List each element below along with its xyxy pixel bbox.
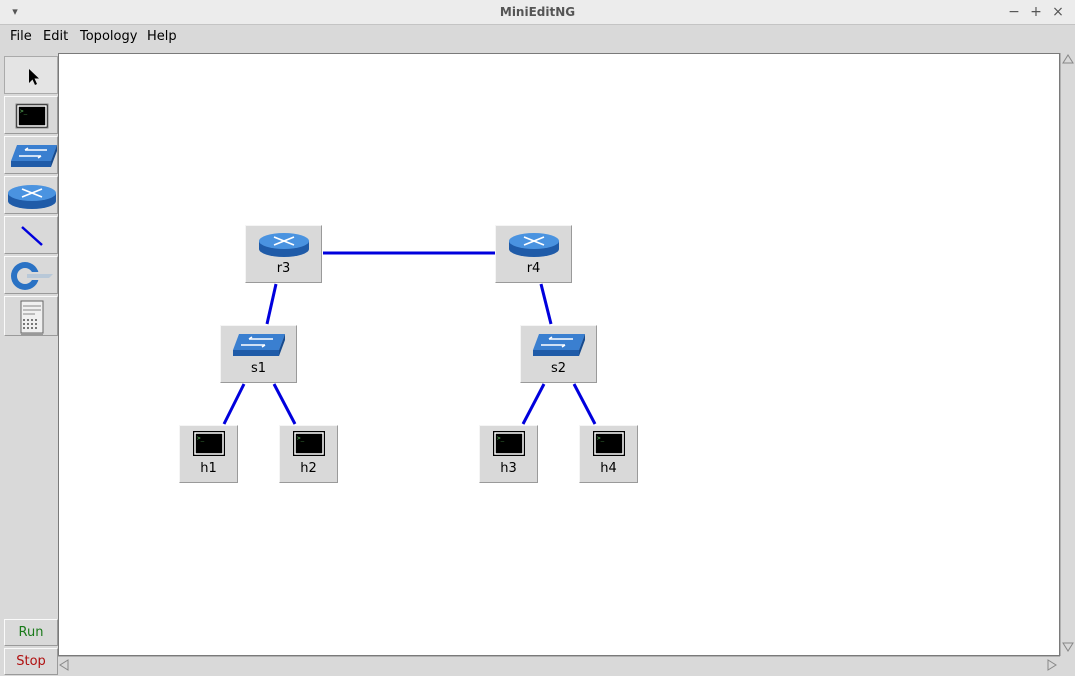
scrollbar-arrows [1062,54,1074,652]
svg-text:>_: >_ [297,435,305,442]
run-button[interactable]: Run [4,619,58,646]
node-label: s2 [550,361,567,376]
vertical-scrollbar[interactable] [1060,53,1074,656]
link-tool-button[interactable] [4,216,58,254]
switch-tool-button[interactable] [4,136,58,174]
router-icon [259,233,309,257]
svg-text:>_: >_ [197,435,205,442]
link-s2-h3[interactable] [521,383,546,425]
window-title: MiniEditNG [499,5,576,19]
host-node-h1[interactable]: >_ h1 [179,425,238,483]
switch-icon [233,334,285,356]
menu-edit[interactable]: Edit [43,29,69,44]
maximize-button[interactable]: + [1030,4,1042,20]
host-node-h3[interactable]: >_ h3 [479,425,538,483]
node-label: h4 [600,461,617,476]
switch-node-s2[interactable]: s2 [520,325,597,383]
scroll-right-arrow-icon[interactable] [1047,659,1057,671]
menu-file[interactable]: File [10,29,32,44]
links-layer [222,251,597,425]
router-icon [8,185,56,209]
title-bar: ▾ MiniEditNG − + × [0,0,1075,25]
svg-text:>_: >_ [20,108,28,115]
host-tool-button[interactable]: >_ [4,96,58,134]
terminal-icon: >_ [593,431,625,456]
terminal-icon: >_ [15,103,49,129]
scrollbar-arrows [59,659,1057,671]
terminal-icon: >_ [293,431,325,456]
node-label: h1 [200,461,217,476]
pointer-icon [29,69,39,85]
terminal-icon: >_ [193,431,225,456]
toolbar: >_ [2,54,58,676]
node-label: h3 [500,461,517,476]
node-label: r3 [276,261,291,276]
minimize-button[interactable]: − [1008,4,1020,20]
link-r4-s2[interactable] [539,283,553,325]
horizontal-scrollbar[interactable] [58,656,1060,671]
controller-tool-button[interactable] [4,256,58,294]
router-node-r4[interactable]: r4 [495,225,572,283]
menu-help[interactable]: Help [147,29,177,44]
switch-node-s1[interactable]: s1 [220,325,297,383]
close-button[interactable]: × [1052,4,1064,20]
menu-bar: File Edit Topology Help [0,25,1075,51]
link-r3-s1[interactable] [265,283,278,325]
link-icon [21,226,43,246]
scroll-left-arrow-icon[interactable] [59,659,69,671]
window-menu-chevron-down-icon[interactable]: ▾ [12,5,18,18]
router-node-r3[interactable]: r3 [245,225,322,283]
node-label: r4 [526,261,541,276]
stop-button[interactable]: Stop [4,648,58,675]
link-s1-h1[interactable] [222,383,246,425]
link-s2-h4[interactable] [572,383,597,425]
router-tool-button[interactable] [4,176,58,214]
scroll-up-arrow-icon[interactable] [1062,54,1074,64]
host-node-h4[interactable]: >_ h4 [579,425,638,483]
netflow-tool-button[interactable] [4,296,58,336]
router-icon [509,233,559,257]
switch-icon [11,145,57,167]
scroll-down-arrow-icon[interactable] [1062,642,1074,652]
menu-topology[interactable]: Topology [80,29,138,44]
svg-text:>_: >_ [597,435,605,442]
topology-canvas[interactable]: r3 r4 s1 [58,53,1060,656]
switch-icon [533,334,585,356]
host-node-h2[interactable]: >_ h2 [279,425,338,483]
server-icon [20,300,44,335]
svg-text:>_: >_ [497,435,505,442]
node-label: h2 [300,461,317,476]
select-tool-button[interactable] [4,56,58,94]
controller-icon [11,262,57,290]
node-label: s1 [250,361,267,376]
link-s1-h2[interactable] [272,383,297,425]
terminal-icon: >_ [493,431,525,456]
